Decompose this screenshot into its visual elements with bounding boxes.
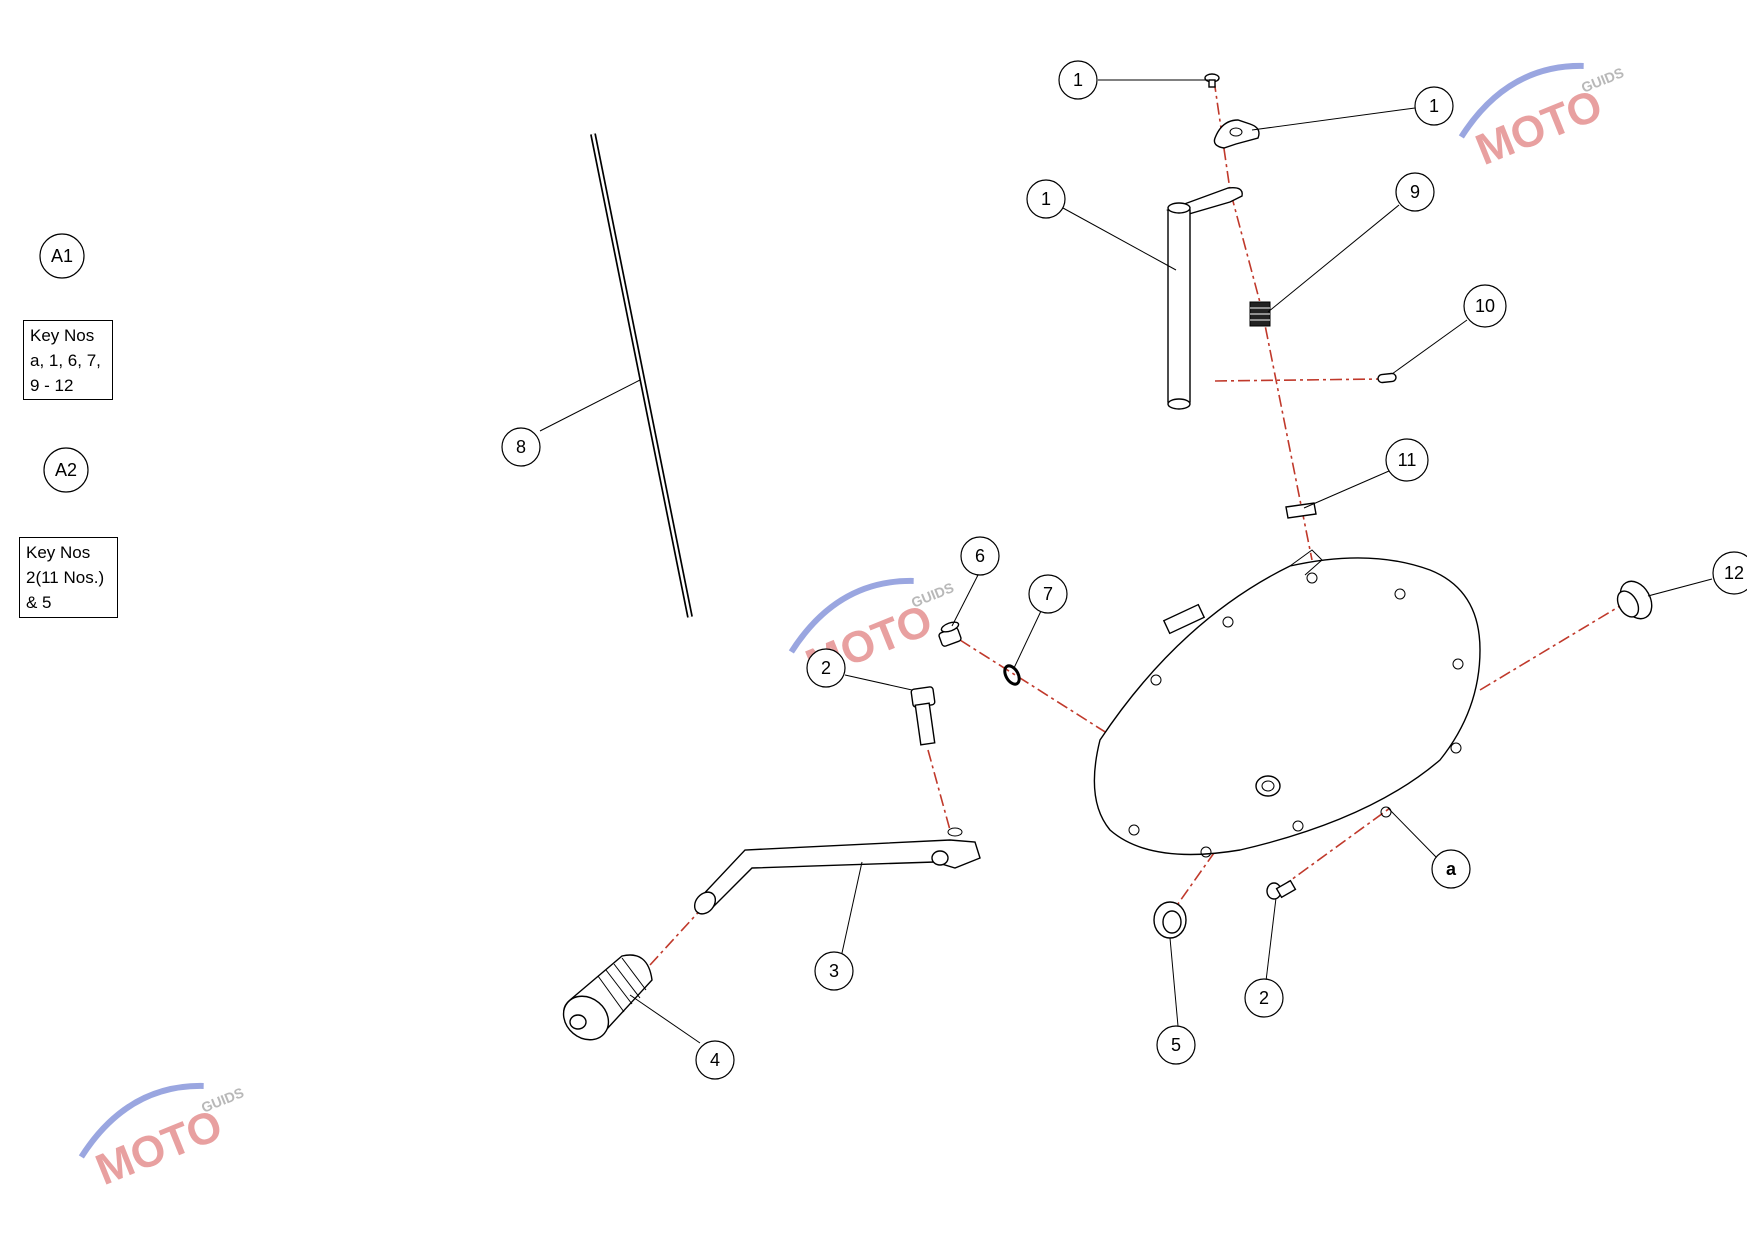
gear-cover bbox=[1093, 549, 1481, 858]
legend-bubble-a2: A2 bbox=[43, 447, 89, 493]
callout-8: 8 bbox=[501, 427, 541, 467]
svg-text:12: 12 bbox=[1724, 563, 1744, 583]
callout-5: 5 bbox=[1156, 1025, 1196, 1065]
clamp-part-1 bbox=[1213, 119, 1260, 149]
svg-text:6: 6 bbox=[975, 546, 985, 566]
svg-text:3: 3 bbox=[829, 961, 839, 981]
svg-text:8: 8 bbox=[516, 437, 526, 457]
plug-part-6 bbox=[938, 621, 962, 647]
svg-text:10: 10 bbox=[1475, 296, 1495, 316]
shaft-lever-part-1 bbox=[1166, 186, 1243, 410]
svg-text:5: 5 bbox=[1171, 1035, 1181, 1055]
legend-line: 2(11 Nos.) bbox=[26, 568, 105, 587]
bolt-part-2-left bbox=[910, 686, 936, 746]
legend-box-a2: Key Nos 2(11 Nos.) & 5 bbox=[19, 537, 118, 618]
watermark-brand: MOTO bbox=[89, 1100, 229, 1195]
svg-text:a: a bbox=[1446, 859, 1457, 879]
callout-1-clamp: 1 bbox=[1414, 86, 1454, 126]
svg-text:1: 1 bbox=[1429, 96, 1439, 116]
screw-part-1 bbox=[1204, 73, 1220, 88]
svg-text:A1: A1 bbox=[51, 246, 73, 266]
svg-text:1: 1 bbox=[1041, 189, 1051, 209]
watermark-brand: MOTO bbox=[1469, 80, 1609, 175]
pin-part-10 bbox=[1377, 372, 1397, 384]
watermark-top-right: MOTO GUIDS bbox=[1458, 62, 1626, 175]
callout-7: 7 bbox=[1028, 574, 1068, 614]
watermark-tag: GUIDS bbox=[1579, 64, 1626, 95]
callout-4: 4 bbox=[695, 1040, 735, 1080]
leader-lines bbox=[539, 79, 1713, 1044]
legend-bubble-a1: A1 bbox=[39, 233, 85, 279]
svg-text:2: 2 bbox=[1259, 988, 1269, 1008]
svg-text:A2: A2 bbox=[55, 460, 77, 480]
callout-3: 3 bbox=[814, 951, 854, 991]
legend-line: & 5 bbox=[26, 593, 52, 612]
legend-box-a1: Key Nos a, 1, 6, 7, 9 - 12 bbox=[23, 320, 113, 400]
legend-line: 9 - 12 bbox=[30, 376, 74, 395]
svg-text:2: 2 bbox=[821, 658, 831, 678]
rubber-grip-part-4 bbox=[562, 954, 653, 1041]
svg-text:11: 11 bbox=[1398, 450, 1417, 470]
watermark-tag: GUIDS bbox=[199, 1084, 246, 1115]
callout-1-screw: 1 bbox=[1058, 60, 1098, 100]
callout-2-bottom: 2 bbox=[1244, 978, 1284, 1018]
callout-2-bolt: 2 bbox=[806, 648, 846, 688]
svg-text:9: 9 bbox=[1410, 182, 1420, 202]
oring-part-7 bbox=[1003, 664, 1021, 686]
legend-line: Key Nos bbox=[30, 326, 95, 345]
callout-12: 12 bbox=[1712, 551, 1747, 595]
legend-line: Key Nos bbox=[26, 543, 91, 562]
svg-text:7: 7 bbox=[1043, 584, 1053, 604]
callout-10: 10 bbox=[1463, 284, 1507, 328]
callout-a: a bbox=[1431, 849, 1471, 889]
rod-part-8 bbox=[590, 133, 693, 618]
svg-text:4: 4 bbox=[710, 1050, 720, 1070]
watermark-bottom-left: MOTO GUIDS bbox=[78, 1082, 246, 1195]
seal-part-5 bbox=[1153, 901, 1187, 939]
bolt-part-2-bottom bbox=[1266, 879, 1297, 900]
callout-6: 6 bbox=[960, 536, 1000, 576]
seal-part-12 bbox=[1616, 580, 1653, 620]
legend-line: a, 1, 6, 7, bbox=[30, 351, 101, 370]
watermark-tag: GUIDS bbox=[909, 579, 956, 610]
callout-11: 11 bbox=[1385, 438, 1429, 482]
bush-part-11 bbox=[1285, 502, 1317, 519]
svg-text:1: 1 bbox=[1073, 70, 1083, 90]
callout-9: 9 bbox=[1395, 172, 1435, 212]
spring-part-9 bbox=[1249, 301, 1271, 327]
callout-1-shaft: 1 bbox=[1026, 179, 1066, 219]
gear-lever-part-3 bbox=[693, 827, 981, 915]
